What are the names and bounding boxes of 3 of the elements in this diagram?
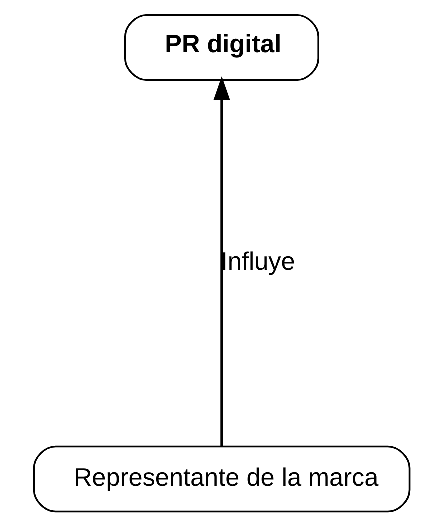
node-box: Representante de la marca <box>33 446 411 513</box>
arrow <box>214 76 230 447</box>
node-box: PR digital <box>124 14 320 82</box>
